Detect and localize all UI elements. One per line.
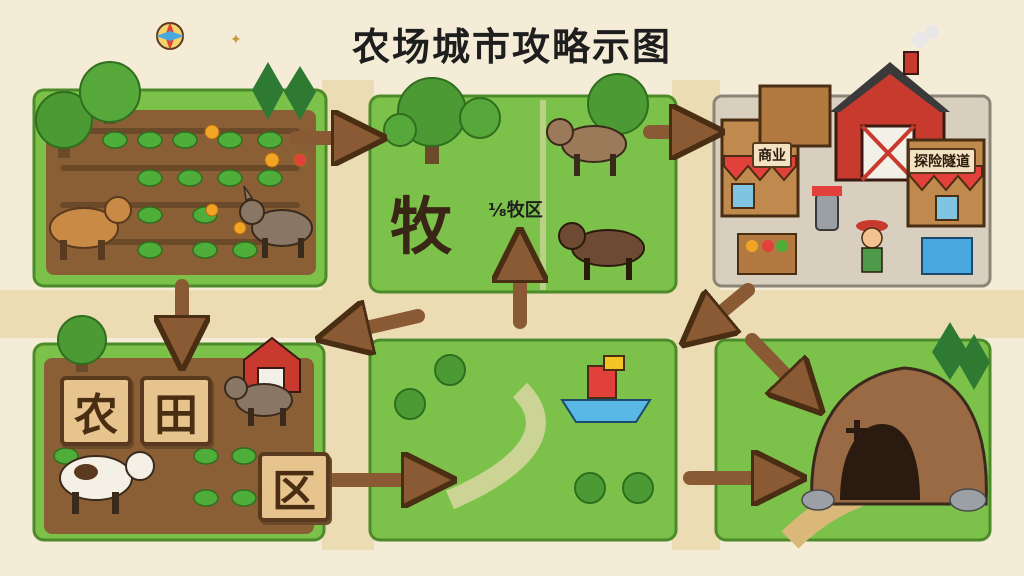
horse-icon (558, 222, 645, 280)
shop-sign: 商业 (752, 142, 792, 168)
tree-icon (35, 61, 316, 158)
town-tile (712, 25, 992, 288)
compass-icon: ✦ (156, 22, 242, 50)
pasture-tile (368, 73, 678, 294)
shop-building (720, 84, 832, 218)
arrow-town-to-cave (745, 333, 806, 396)
farmer-npc-icon (856, 220, 888, 273)
toolbox-icon (921, 237, 973, 275)
route-arrows (182, 132, 806, 480)
pasture-big-label: 牧 (390, 190, 453, 263)
svg-text:✦: ✦ (230, 32, 242, 48)
donkey-icon (224, 376, 293, 426)
pine-tree-icon (932, 322, 990, 390)
pasture-region-label: ¹⁄₈牧区 (488, 200, 543, 221)
horizontal-path (0, 290, 1024, 338)
tree-icon (57, 315, 107, 372)
cave-entrance-icon (801, 366, 988, 512)
boat-icon (560, 355, 652, 423)
arrow-town-to-meadow (700, 283, 755, 330)
field-char-3: 区 (258, 452, 330, 522)
cave-tile (714, 322, 992, 549)
crop-sprouts (102, 131, 283, 259)
robot-icon (812, 186, 842, 231)
bush-icon (394, 354, 654, 504)
adventure-tunnel-sign: 探险隧道 (908, 148, 976, 174)
meadow-tile (368, 338, 678, 542)
page-title: 农场城市攻略示图 (351, 25, 672, 69)
market-stall-icon (737, 233, 797, 275)
cow-icon (59, 451, 155, 514)
donkey-icon (239, 185, 313, 258)
field-char-2: 田 (140, 376, 212, 446)
field-char-1: 农 (60, 376, 132, 446)
arrow-path-to-field (340, 316, 425, 334)
cow-icon (49, 196, 132, 260)
crop-sprouts (53, 447, 257, 507)
donkey-icon (546, 118, 627, 176)
farm-plot-tile (32, 61, 328, 288)
tree-icon (383, 73, 649, 164)
flower-crops (204, 124, 307, 235)
